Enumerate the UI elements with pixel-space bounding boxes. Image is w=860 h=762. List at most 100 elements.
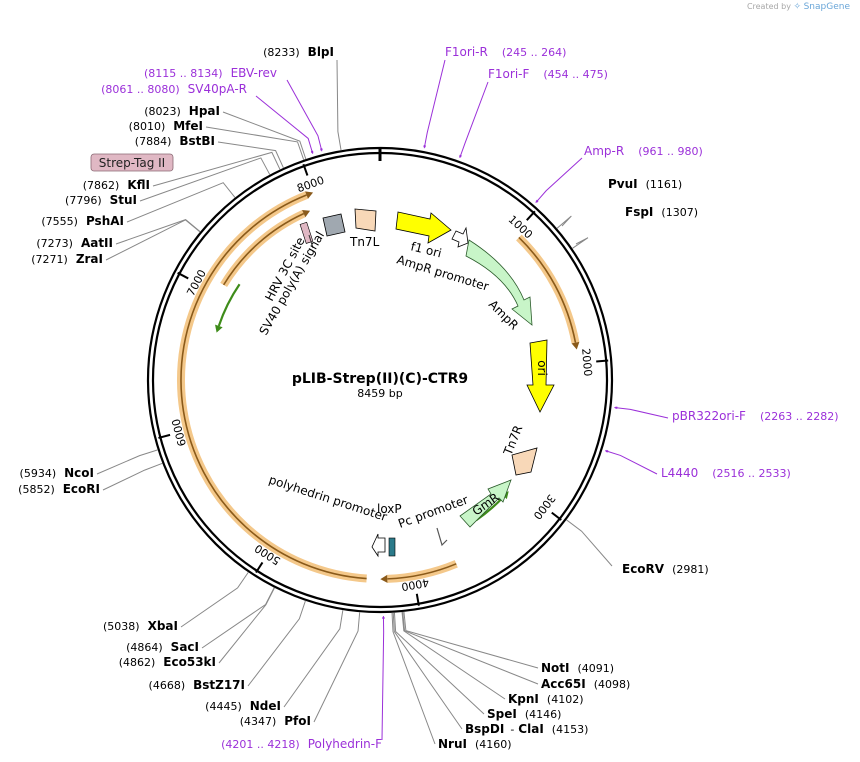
site-label-eco53ki[interactable]: (4862)Eco53kI	[119, 655, 216, 669]
ampr-promoter-arrow[interactable]	[451, 226, 469, 248]
ori-arrow[interactable]	[526, 339, 555, 413]
polyhedrin-promoter-arrow[interactable]	[371, 533, 386, 558]
site-label-fspi[interactable]: FspI(1307)	[625, 205, 698, 219]
site-label-kpni[interactable]: KpnI(4102)	[508, 692, 583, 706]
orf-arc-large-left[interactable]	[180, 194, 367, 580]
tick-1000	[526, 210, 536, 221]
primer-label-l4440[interactable]: L4440(2516 .. 2533)	[661, 466, 791, 480]
site-label-pshai[interactable]: (7555)PshAI	[41, 214, 124, 228]
primer-label-pbr322ori-f[interactable]: pBR322ori-F(2263 .. 2282)	[672, 409, 839, 423]
pc-promoter-glyph[interactable]	[436, 527, 448, 547]
site-label-stui[interactable]: (7796)StuI	[65, 193, 137, 207]
primer-line-pbr322ori-f	[614, 407, 669, 419]
site-label-spei[interactable]: SpeI(4146)	[487, 707, 561, 721]
site-line-nrui	[391, 612, 436, 745]
ampr-promoter-feature[interactable]	[451, 226, 469, 248]
loxp-feature[interactable]: loxP	[377, 502, 402, 557]
tn7r-box[interactable]	[511, 447, 538, 476]
site-label-ncoi[interactable]: (5934)NcoI	[20, 466, 94, 480]
site-label-hpai[interactable]: (8023)HpaI	[144, 104, 220, 118]
site-label-pfoi[interactable]: (4347)PfoI	[240, 714, 311, 728]
site-line-fspi	[572, 237, 589, 249]
orf-arc-inner-left[interactable]	[222, 212, 305, 286]
site-label-saci[interactable]: (4864)SacI	[126, 640, 199, 654]
primer-label-ebv-rev[interactable]: (8115 .. 8134)EBV-rev	[144, 66, 277, 80]
primer-line-ebv-rev	[286, 79, 323, 152]
orf-arcs	[177, 191, 580, 583]
grey-feature[interactable]	[322, 213, 346, 237]
site-label-ecorv[interactable]: EcoRV(2981)	[622, 562, 709, 576]
site-label-nrui[interactable]: NruI(4160)	[438, 737, 512, 751]
pc-promoter-feature[interactable]: Pc promoter	[396, 493, 470, 547]
site-labels: PvuI(1161) FspI(1307) EcoRV(2981) NotI(4091…	[18, 45, 709, 751]
polyhedrin-promoter-feature[interactable]: polyhedrin promoter	[267, 473, 389, 558]
site-line-pvui	[556, 215, 572, 229]
site-label-blpi[interactable]: (8233)BlpI	[263, 45, 334, 59]
site-label-zrai[interactable]: (7271)ZraI	[31, 252, 103, 266]
loxp-label: loxP	[377, 502, 402, 516]
primer-labels: F1ori-R(245 .. 264) F1ori-F(454 .. 475) Am…	[101, 45, 838, 751]
plasmid-size: 8459 bp	[357, 387, 402, 400]
grey-box[interactable]	[322, 213, 346, 237]
site-label-mfei[interactable]: (8010)MfeI	[129, 119, 203, 133]
f1-ori-arrow[interactable]	[395, 211, 452, 244]
site-label-noti[interactable]: NotI(4091)	[541, 661, 614, 675]
f1-ori-feature[interactable]	[395, 211, 452, 244]
site-label-acc65i[interactable]: Acc65I(4098)	[541, 677, 630, 691]
site-line-aatii	[115, 219, 201, 245]
orf-arc-bottom-head	[380, 574, 388, 583]
primer-line-amp-r	[535, 157, 583, 203]
tn7l-feature[interactable]: Tn7L	[349, 208, 380, 249]
ori-label: ori	[535, 360, 549, 376]
site-label-kfli[interactable]: (7862)KflI	[83, 178, 150, 192]
site-label-ecori[interactable]: (5852)EcoRI	[18, 482, 100, 496]
green-arrow-left[interactable]	[217, 283, 241, 327]
tick-3000	[551, 511, 562, 521]
primer-label-polyhedrin-f[interactable]: (4201 .. 4218)Polyhedrin-F	[221, 737, 382, 751]
strep-tag-ii-box	[90, 153, 174, 172]
site-label-aatii[interactable]: (7273)AatII	[36, 236, 113, 250]
orf-arc-right[interactable]	[518, 236, 577, 343]
site-line-bstz17i	[247, 600, 306, 687]
pc-promoter-label: Pc promoter	[396, 493, 470, 531]
gmr-arrow[interactable]	[459, 479, 512, 528]
brand-app: SnapGene	[803, 2, 850, 12]
site-line-stui	[139, 157, 271, 202]
tick-7000	[177, 271, 189, 280]
ampr-feature[interactable]	[465, 239, 533, 326]
primer-mark-sv40pa-r	[310, 150, 314, 154]
tick-2000	[596, 359, 609, 363]
ori-feature[interactable]: ori	[526, 339, 555, 413]
primer-label-f1ori-f[interactable]: F1ori-F(454 .. 475)	[488, 67, 608, 81]
primer-label-amp-r[interactable]: Amp-R(961 .. 980)	[584, 144, 703, 158]
tn7l-box[interactable]	[354, 208, 377, 232]
strep-tag-ii-label-group[interactable]: Strep-Tag II	[90, 153, 174, 172]
tick-8000	[302, 163, 309, 176]
site-line-hpai	[222, 111, 307, 160]
primer-label-sv40pa-r[interactable]: (8061 .. 8080)SV40pA-R	[101, 82, 247, 96]
site-label-xbai[interactable]: (5038)XbaI	[103, 619, 178, 633]
loxp-box[interactable]	[388, 537, 396, 557]
tn7r-feature[interactable]: Tn7R	[500, 423, 538, 476]
site-line-ecorv	[566, 519, 613, 567]
primer-label-f1ori-r[interactable]: F1ori-R(245 .. 264)	[445, 45, 566, 59]
site-label-bstz17i[interactable]: (4668)BstZ17I	[149, 678, 245, 692]
ampr-arrow[interactable]	[465, 239, 533, 326]
site-line-eco53ki	[218, 587, 275, 664]
strep-tag-ii-label: Strep-Tag II	[99, 156, 165, 170]
site-line-bspdi	[392, 612, 463, 730]
sv40-polya-glyph[interactable]	[308, 234, 314, 249]
site-label-bstbi[interactable]: (7884)BstBI	[135, 134, 215, 148]
site-label-pvui[interactable]: PvuI(1161)	[608, 177, 682, 191]
site-label-bspdi[interactable]: BspDI-ClaI(4153)	[465, 722, 588, 736]
tick-4000	[415, 593, 420, 606]
site-line-xbai	[180, 571, 249, 628]
primer-line-f1ori-r	[423, 59, 446, 149]
orf-arc-bottom[interactable]	[387, 563, 457, 580]
site-line-bstbi	[217, 141, 284, 169]
site-label-ndei[interactable]: (4445)NdeI	[205, 699, 281, 713]
primer-mark-amp-r	[535, 199, 539, 203]
site-line-pshai	[126, 182, 236, 223]
primer-line-polyhedrin-f	[381, 615, 385, 741]
